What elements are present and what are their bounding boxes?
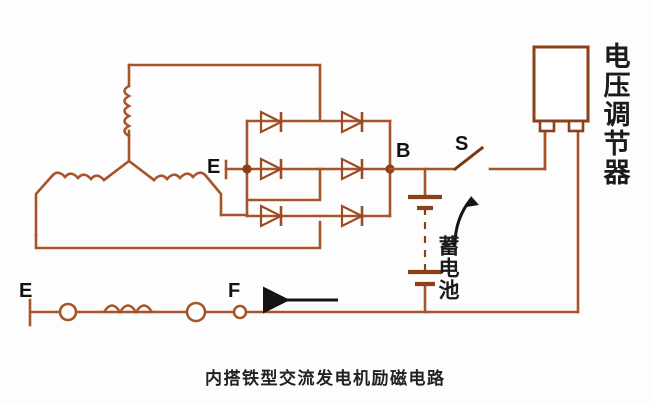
wire-switch-to-regulator (488, 126, 547, 171)
bus-phase-a-to-bridge (127, 63, 322, 122)
output-and-switch-wires (388, 126, 547, 314)
label-terminal-f-field: F (228, 280, 241, 302)
stator-phase-c-lead-out (204, 174, 223, 217)
label-battery: 蓄电池 (436, 235, 461, 301)
switch-blade (452, 145, 485, 172)
voltage-regulator-box (532, 45, 590, 133)
label-terminal-b: B (396, 140, 411, 162)
rectifier-bridge-wires (224, 119, 392, 218)
slip-ring-3 (232, 304, 248, 320)
field-winding-coil (102, 304, 154, 315)
battery-pointer-head (466, 196, 479, 207)
stator-phase-b-coil (50, 171, 106, 182)
regulator-terminal-1 (538, 119, 556, 133)
diode-6-body (340, 204, 365, 228)
stator-phase-b-lead-out (34, 174, 54, 237)
diode-1-body (259, 110, 284, 134)
junction-dot-e (242, 164, 252, 174)
regulator-terminal-2 (567, 119, 585, 133)
diode-group (259, 110, 365, 228)
slip-ring-2 (185, 301, 207, 323)
stator-phase-c-coil (152, 171, 208, 182)
regulator-body (532, 45, 590, 123)
bus-phase-b-to-bridge (34, 220, 322, 250)
slip-ring-terminals (58, 301, 248, 323)
diode-3-body (259, 157, 284, 181)
label-terminal-e-field: E (19, 280, 33, 302)
stator-bus-wires (34, 63, 322, 250)
stator-phase-c-lead-in (127, 159, 156, 182)
bridge-inner-return-wire (245, 167, 322, 202)
figure-caption: 内搭铁型交流发电机励磁电路 (205, 369, 446, 389)
diode-5-body (259, 204, 284, 228)
stator-phase-a-coil (123, 84, 132, 138)
label-voltage-regulator: 电压调节器 (598, 42, 630, 187)
field-circuit-wires (28, 298, 580, 327)
slip-ring-1 (58, 302, 78, 322)
junction-dots (242, 164, 395, 174)
label-switch-s: S (455, 133, 469, 155)
stator-phase-b-lead-in (102, 159, 131, 182)
battery-pointer-arrow-group (453, 196, 479, 246)
diode-2-body (340, 110, 365, 134)
diode-4-body (340, 157, 365, 181)
battery-symbol (408, 194, 442, 287)
label-terminal-e-bridge: E (207, 156, 221, 178)
stator-winding-group (34, 63, 223, 237)
regulator-wiring (543, 126, 580, 314)
